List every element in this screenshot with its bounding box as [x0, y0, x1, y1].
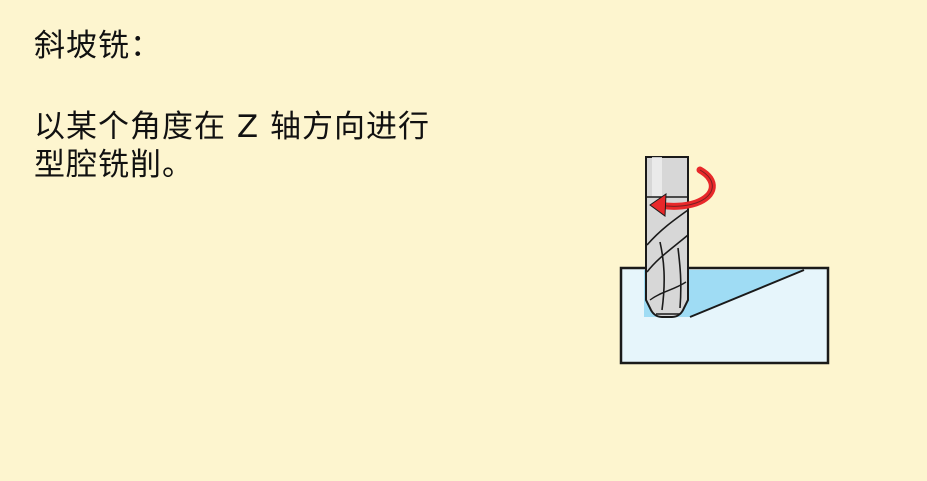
description-line-2: 型腔铣削。 [34, 147, 194, 183]
ramp-edge [689, 269, 805, 318]
rotation-arrow-icon [649, 166, 716, 217]
description-text: 以某个角度在 Z 轴方向进行 型腔铣削。 [34, 108, 504, 184]
description-line-1: 以某个角度在 Z 轴方向进行 [34, 109, 430, 145]
page-title: 斜坡铣： [34, 28, 162, 64]
end-mill-tool-icon [645, 156, 689, 318]
ramp-milling-diagram [619, 156, 830, 365]
